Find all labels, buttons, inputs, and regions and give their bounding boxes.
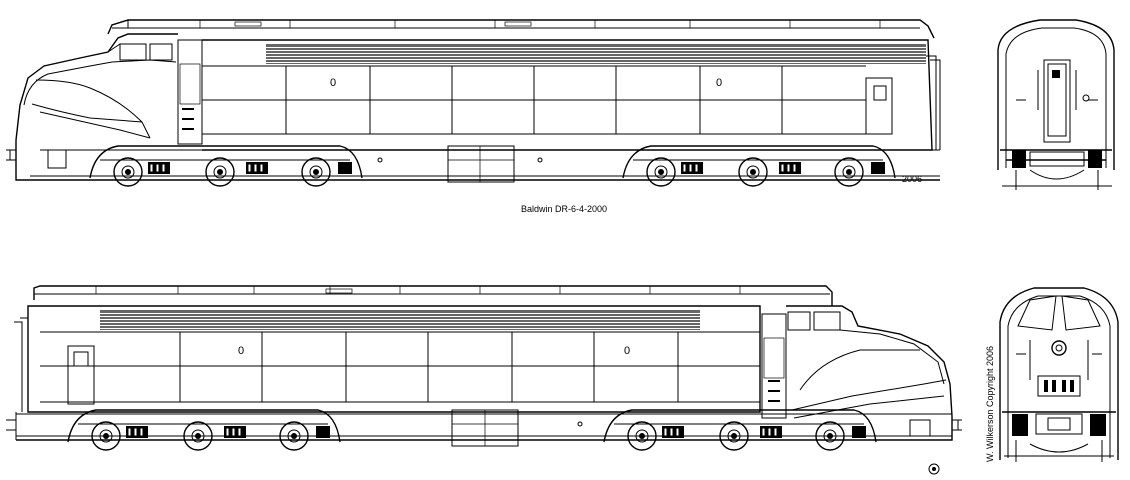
bottom-front-truck [603,409,877,451]
top-panel-number-left: 0 [330,77,336,89]
copyright-text: W. Wilkerson Copyright 2006 [985,346,995,462]
bottom-locomotive-side-view [6,285,962,447]
top-front-truck [89,145,363,187]
bottom-end-view [999,287,1119,462]
artist-mark-icon [928,463,940,475]
top-locomotive-side-view [6,19,941,183]
bottom-panel-number-left: 0 [238,345,244,357]
year-mark: 2006 [902,174,922,184]
top-rear-truck [622,145,896,187]
drawing-caption: Baldwin DR-6-4-2000 [521,204,607,214]
top-panel-number-right: 0 [716,77,722,89]
bottom-panel-number-right: 0 [624,345,630,357]
top-end-view [997,19,1115,190]
bottom-rear-truck [67,409,341,451]
